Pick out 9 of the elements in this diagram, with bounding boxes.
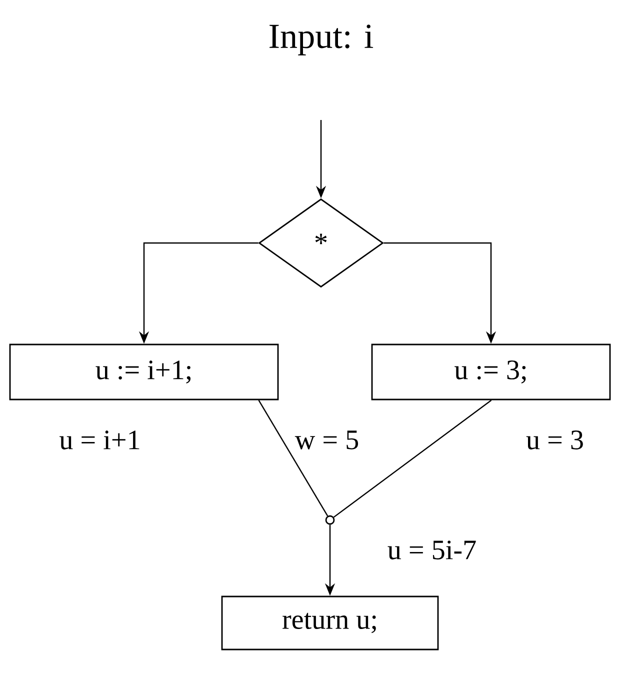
process-box: u := 3; bbox=[371, 344, 611, 400]
edge-label: u = 3 bbox=[524, 428, 586, 452]
label: w = 5 bbox=[293, 428, 361, 452]
junction-circle bbox=[325, 515, 335, 525]
process-box: u := i+1; bbox=[9, 344, 279, 400]
title: Input: i bbox=[270, 24, 374, 56]
edge-label: u = 5i-7 bbox=[386, 538, 478, 562]
process-box: return u; bbox=[221, 596, 439, 650]
edge-label: u = i+1 bbox=[57, 428, 143, 452]
